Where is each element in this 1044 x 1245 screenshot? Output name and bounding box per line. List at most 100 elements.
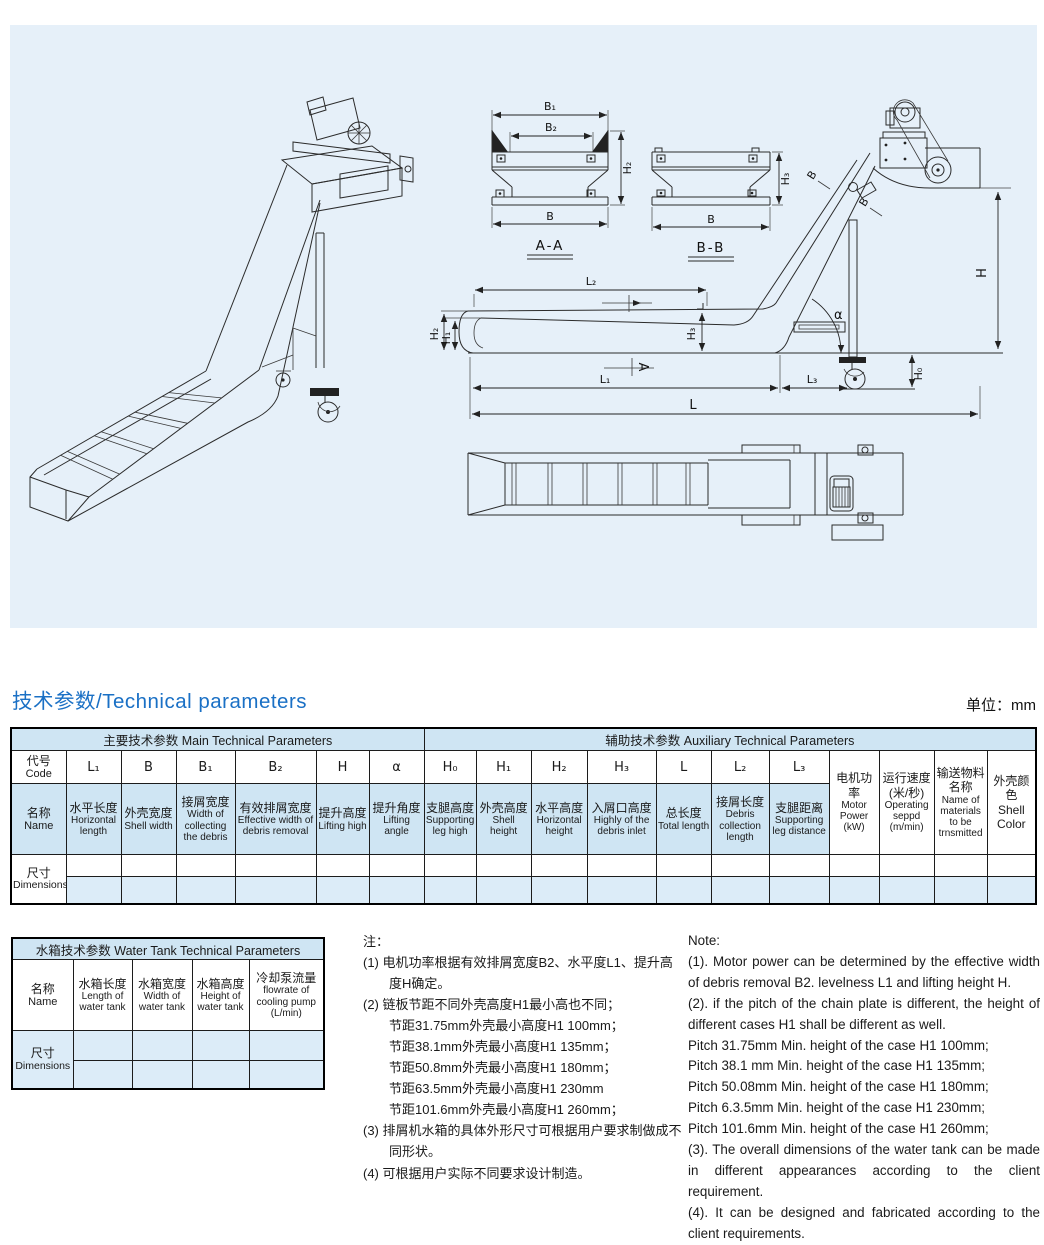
dim-h3-label: H₃ [779,173,792,186]
plan-view-drawing [467,444,904,541]
dimensions-row-2 [12,1060,325,1090]
dimensions-row-1: 尺寸 Dimensions [11,1030,325,1090]
dim-l1-label: L₁ [600,373,611,386]
isometric-conveyor-drawing [29,96,414,522]
dim-cell [65,876,122,905]
dim-cell [423,854,477,877]
dim-h2-label: H₂ [428,328,441,341]
cut-b-label: B [857,196,872,209]
water-tank-table: 水箱技术参数 Water Tank Technical Parameters 名… [11,937,325,1090]
dim-cell [65,854,122,877]
code-cell: H₀ [423,750,477,784]
section-bb-title: B-B [697,240,726,256]
dim-b2-label: B₂ [545,121,557,134]
dim-cell [586,854,657,877]
note-item: (3). The overall dimensions of the water… [688,1142,1040,1199]
dim-cell [234,876,317,905]
dim-cell [175,854,236,877]
notes-chinese: 注： (1) 电机功率根据有效排屑宽度B2、水平度L1、提升高度H确定。 (2)… [363,931,685,1184]
section-aa-drawing: B₁ B₂ B H₂ A-A [491,100,634,260]
note-item: 节距31.75mm外壳最小高度H1 100mm； [389,1018,624,1034]
dimensions-label: 尺寸 Dimensions [10,854,67,905]
code-cell: L [655,750,712,784]
water-tank-header: 水箱技术参数 Water Tank Technical Parameters [11,937,325,960]
note-item: Pitch 101.6mm Min. height of the case H1… [688,1121,989,1137]
dim-cell [191,1030,250,1061]
dim-cell [248,1060,325,1090]
cut-b-label: B [805,169,820,182]
note-item: (4). It can be designed and fabricated a… [688,1204,1040,1241]
dim-h3-label: H₃ [685,328,698,341]
dim-l2-label: L₂ [586,275,597,288]
dim-h1-label: H₁ [440,332,453,345]
dim-cell [175,876,236,905]
dim-cell [131,1030,193,1061]
code-cell: α [368,750,425,784]
code-row-label: 代号 Code [10,750,67,784]
dim-cell [72,1030,133,1061]
dim-cell [828,854,880,877]
dim-h-label: H [975,268,990,278]
dim-cell [768,876,830,905]
main-params-header: 主要技术参数 Main Technical Parameters [10,727,425,751]
dimensions-label: 尺寸 Dimensions [11,1030,74,1090]
dimensions-row-1: 尺寸 Dimensions [10,854,1037,905]
dim-cell [768,854,830,877]
dim-cell [878,854,935,877]
dimensions-row-2 [11,876,1037,905]
code-cell: H₃ [586,750,657,784]
note-item: 节距63.5mm外壳最小高度H1 230mm [389,1081,604,1097]
note-item: 节距50.8mm外壳最小高度H1 180mm； [389,1060,617,1076]
side-elevation-drawing: α B B A L₂ H₂ H₁ H₃ H H₀ L₁ L₃ L [428,99,1011,419]
note-item: (2) 链板节距不同外壳高度H1最小高也不同； [363,997,621,1013]
dim-b-label: B [707,213,715,226]
dim-cell [315,876,370,905]
dim-b1-label: B₁ [544,100,556,113]
name-row-label: 名称 Name [10,783,67,855]
note-item: 节距38.1mm外壳最小高度H1 135mm； [389,1039,617,1055]
note-item: Pitch 50.08mm Min. height of the case H1… [688,1079,989,1095]
dim-cell [986,854,1037,877]
dim-cell [586,876,657,905]
catalog-page: { "title": "技术参数/Technical parameters", … [10,25,1040,1241]
water-tank-header-row: 水箱技术参数 Water Tank Technical Parameters [11,937,325,960]
code-row: 代号 Code L₁ B B₁ B₂ H α H₀ H₁ H₂ H₃ L L₂ … [10,750,1037,855]
dim-cell [933,876,988,905]
page-title: 技术参数/Technical parameters [12,690,308,713]
dim-l-label: L [689,398,697,413]
code-cell: L₃ [768,750,830,784]
dim-cell [475,854,532,877]
note-item: (1) 电机功率根据有效排屑宽度B2、水平度L1、提升高度H确定。 [363,955,673,992]
notes-cn-title: 注： [363,934,390,949]
dim-alpha-label: α [834,308,843,323]
dim-cell [120,854,177,877]
dim-cell [710,876,770,905]
note-item: 节距101.6mm外壳最小高度H1 260mm； [389,1102,624,1118]
code-cell: H [315,750,370,784]
code-cell: H₂ [530,750,588,784]
dim-cell [530,876,588,905]
dim-h2-label: H₂ [621,162,634,175]
dim-cell [368,854,425,877]
dim-cell [933,854,988,877]
dim-l3-label: L₃ [807,373,818,386]
dim-cell [986,876,1037,905]
dim-cell [530,854,588,877]
